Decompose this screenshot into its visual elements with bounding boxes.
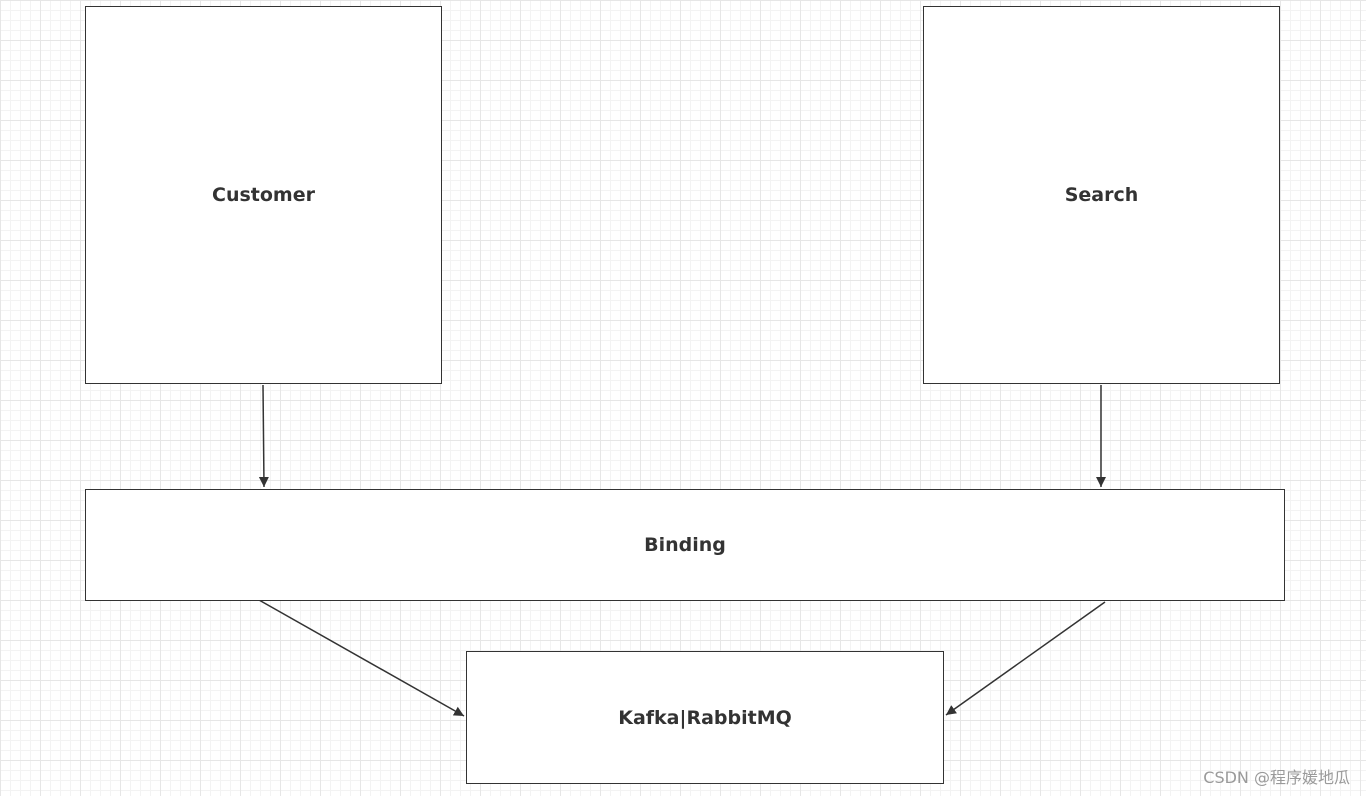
- edge-binding-to-mq-right: [945, 601, 1106, 716]
- binding-node[interactable]: Binding: [85, 489, 1285, 601]
- edge-binding-to-mq-left: [258, 599, 465, 717]
- csdn-watermark: CSDN @程序媛地瓜: [1203, 768, 1350, 787]
- search-node-label: Search: [1064, 184, 1139, 206]
- search-node[interactable]: Search: [923, 6, 1280, 384]
- message-queue-node[interactable]: Kafka|RabbitMQ: [466, 651, 944, 784]
- customer-node[interactable]: Customer: [85, 6, 442, 384]
- customer-node-label: Customer: [212, 184, 315, 206]
- message-queue-node-label: Kafka|RabbitMQ: [618, 706, 792, 729]
- edge-customer-to-binding: [258, 384, 269, 488]
- binding-node-label: Binding: [644, 534, 726, 556]
